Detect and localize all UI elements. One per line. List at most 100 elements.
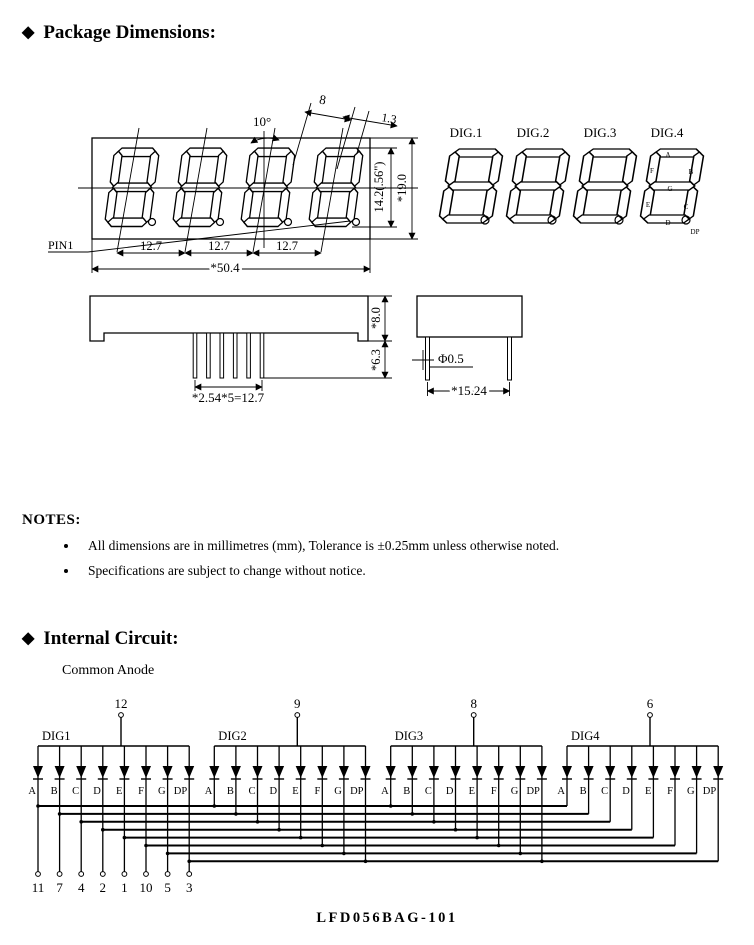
dim-lead-length: *6.3	[369, 349, 383, 371]
dim-digit-height: 14.2(.56")	[372, 162, 386, 213]
diode-icon	[162, 766, 173, 778]
diode-icon	[713, 766, 724, 778]
digit-view-label: DIG.3	[584, 125, 617, 140]
segment-label: D	[622, 786, 630, 797]
pin1-leader	[87, 220, 351, 253]
bottom-pin-number: 2	[100, 880, 107, 895]
segment-label: E	[469, 786, 475, 797]
segment-label: A	[28, 786, 36, 797]
package-dimensions-drawing: 10° 8 1.3 14.2(.56") *19.0 12.7 12.7 12.…	[48, 92, 706, 405]
diode-icon	[209, 766, 220, 778]
segment-label: F	[667, 786, 673, 797]
bottom-pin-number: 3	[186, 880, 193, 895]
anode-pin-terminal	[118, 712, 124, 718]
segment-label: C	[248, 786, 255, 797]
diode-icon	[230, 766, 241, 778]
digit-group-label: DIG1	[42, 729, 70, 743]
segment-label: C	[72, 786, 79, 797]
segment-label: DP	[703, 786, 717, 797]
segment-letter-labels: A B C D E F G DP	[646, 151, 700, 236]
anode-pin-terminal	[470, 712, 477, 718]
diode-icon	[33, 766, 43, 778]
front-view-digits	[103, 147, 365, 228]
notes-section: NOTES: All dimensions are in millimetres…	[22, 512, 722, 588]
diode-icon	[493, 766, 504, 778]
anode-pin-number: 12	[115, 696, 128, 711]
dim-body-height: *8.0	[369, 307, 383, 329]
dim-total-width: *50.4	[210, 260, 240, 275]
diode-icon	[385, 766, 396, 778]
cathode-pin-terminal	[121, 871, 128, 877]
digit-view-label: DIG.1	[450, 125, 483, 140]
segment-label: B	[227, 786, 234, 797]
dim-line	[304, 109, 352, 123]
segment-label: G	[158, 786, 166, 797]
notes-list: All dimensions are in millimetres (mm), …	[22, 538, 722, 579]
segment-label: G	[511, 786, 519, 797]
angle-arc	[250, 134, 280, 144]
svg-text:D: D	[665, 219, 670, 227]
segment-label: DP	[174, 786, 188, 797]
dim-line	[342, 114, 398, 129]
cathode-pin-terminal	[78, 871, 85, 877]
segment-label: D	[446, 786, 454, 797]
anode-pin-number: 6	[647, 696, 654, 711]
digit-segment-views: DIG.1 DIG.2 DIG.3 DIG.4 A B C D E F G DP	[437, 125, 706, 236]
segment-label: F	[314, 786, 320, 797]
segment-label: E	[116, 786, 122, 797]
diode-icon	[76, 766, 87, 778]
diode-icon	[691, 766, 702, 778]
dim-digit-pitch: 12.7	[140, 239, 162, 253]
segment-label: A	[205, 786, 213, 797]
diode-icon	[338, 766, 349, 778]
width-dim-lines	[91, 239, 371, 273]
note-item: Specifications are subject to change wit…	[79, 563, 722, 579]
diode-icon	[450, 766, 461, 778]
decimal-point	[351, 217, 361, 227]
height-dim-lines	[352, 137, 418, 240]
digit-group-label: DIG4	[571, 729, 600, 743]
anode-pin-number: 9	[294, 696, 301, 711]
dim-total-height: *19.0	[395, 174, 409, 202]
segment-label: A	[381, 786, 389, 797]
pin1-label: PIN1	[48, 238, 73, 252]
segment-label: F	[138, 786, 144, 797]
digit-view-label: DIG.2	[517, 125, 550, 140]
svg-text:DP: DP	[691, 228, 700, 236]
decimal-point	[480, 215, 490, 225]
diode-icon	[562, 766, 572, 778]
segment-label: F	[491, 786, 497, 797]
diode-icon	[428, 766, 439, 778]
bottom-pin-number: 5	[164, 880, 171, 895]
segment-label: B	[51, 786, 58, 797]
diode-icon	[472, 766, 483, 778]
segment-label: E	[292, 786, 298, 797]
dim-tilt-angle: 10°	[253, 114, 271, 129]
diamond-icon: ◆	[22, 630, 35, 647]
decimal-point	[681, 215, 691, 225]
diode-icon	[407, 766, 418, 778]
decimal-point	[614, 215, 624, 225]
dim-end-width: *15.24	[451, 383, 487, 398]
diode-icon	[252, 766, 263, 778]
dim-digit-pitch: 12.7	[208, 239, 230, 253]
diode-icon	[360, 766, 371, 778]
segment-label: C	[425, 786, 432, 797]
decimal-point	[215, 217, 225, 227]
cathode-pin-terminal	[164, 871, 171, 877]
internal-circuit-heading: ◆Internal Circuit:	[22, 628, 179, 650]
side-view: *8.0 *6.3 *2.54*5=12.7	[89, 295, 392, 405]
bottom-pin-number: 1	[121, 880, 128, 895]
diode-icon	[583, 766, 594, 778]
cathode-pin-terminal	[143, 871, 149, 877]
diode-icon	[536, 766, 547, 778]
diode-icon	[295, 766, 306, 778]
diamond-icon: ◆	[22, 24, 35, 41]
dim-lead-pitch: *2.54*5=12.7	[192, 390, 265, 405]
svg-text:F: F	[650, 167, 654, 175]
end-view: Φ0.5 *15.24	[412, 295, 523, 401]
part-number: LFD056BAG-101	[316, 910, 458, 926]
dim-lead-diameter: Φ0.5	[438, 351, 464, 366]
bottom-pin-number: 7	[56, 880, 63, 895]
